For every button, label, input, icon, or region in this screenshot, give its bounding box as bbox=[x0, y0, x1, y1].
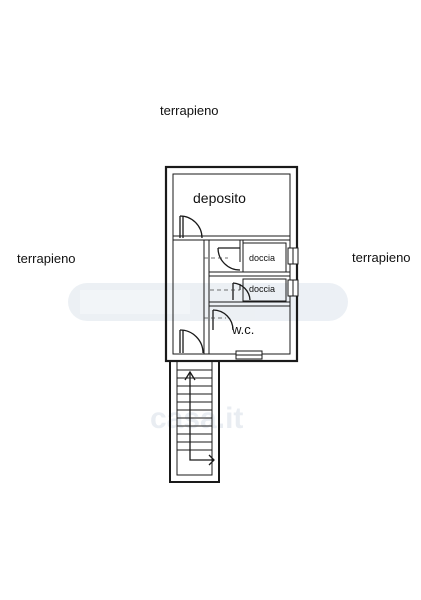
label-doccia-2: doccia bbox=[249, 284, 275, 294]
door-corridor-lower bbox=[179, 329, 204, 354]
door-deposito bbox=[179, 215, 203, 239]
label-doccia-1: doccia bbox=[249, 253, 275, 263]
door-wc bbox=[204, 309, 234, 331]
label-deposito: deposito bbox=[193, 190, 246, 206]
label-terrapieno-top: terrapieno bbox=[160, 103, 219, 118]
window-right-2 bbox=[287, 279, 299, 297]
label-terrapieno-right: terrapieno bbox=[352, 250, 411, 265]
staircase bbox=[169, 360, 220, 483]
door-doccia-2 bbox=[210, 282, 251, 301]
door-doccia-1 bbox=[204, 247, 241, 271]
stair-arrow-icon bbox=[189, 372, 214, 461]
label-terrapieno-left: terrapieno bbox=[17, 251, 76, 266]
label-wc: w.c. bbox=[231, 322, 254, 337]
window-right-1 bbox=[287, 247, 299, 265]
room-deposito bbox=[173, 235, 290, 241]
corridor bbox=[203, 240, 210, 354]
window-bottom bbox=[235, 350, 263, 360]
watermark-logo bbox=[68, 283, 348, 321]
